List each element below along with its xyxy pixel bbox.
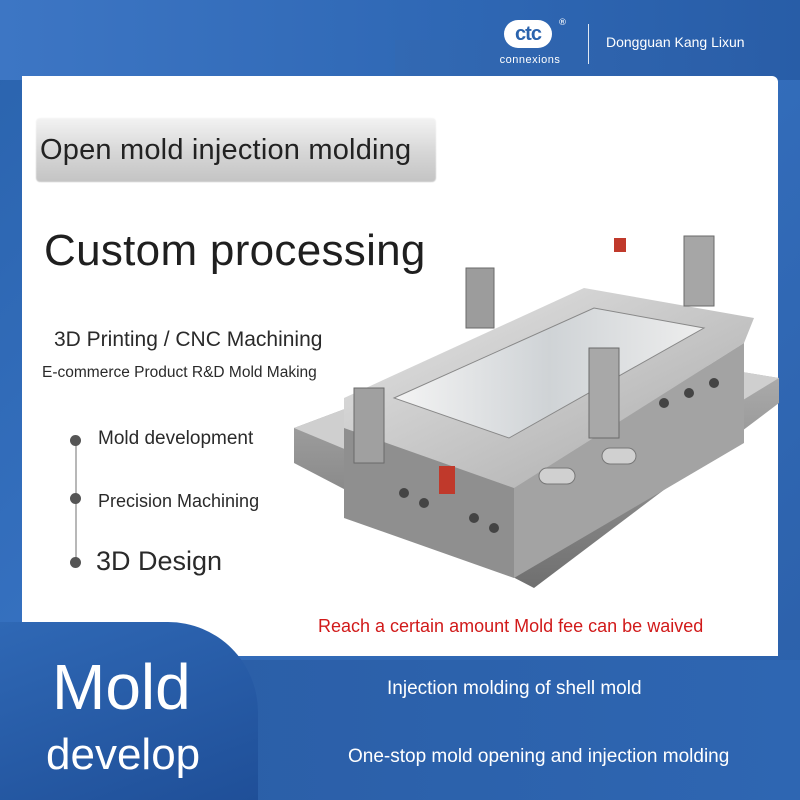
bullet-precision-machining: Precision Machining: [98, 491, 260, 511]
injection-mold-image: [294, 235, 779, 588]
registered-mark: ®: [558, 18, 567, 28]
services-subtitle: 3D Printing / CNC Machining: [54, 328, 323, 351]
bullet-dot-icon: [70, 435, 81, 446]
page-title: Open mold injection molding: [40, 134, 412, 166]
title-backdrop: [36, 118, 436, 182]
fee-waiver-notice: Reach a certain amount Mold fee can be w…: [318, 616, 704, 636]
services-description: E-commerce Product R&D Mold Making: [42, 364, 317, 381]
header-band: [395, 40, 780, 80]
footer-tagline-2: One-stop mold opening and injection mold…: [348, 746, 730, 767]
footer-tagline-1: Injection molding of shell mold: [387, 678, 642, 699]
footer-bar: [230, 660, 800, 800]
bullet-mold-development: Mold development: [98, 428, 254, 449]
company-name: Dongguan Kang Lixun: [606, 34, 745, 50]
bullet-dot-icon: [70, 493, 81, 504]
logo-mark: ctc: [504, 20, 552, 48]
brand-logo: ctc ® connexions: [490, 18, 570, 70]
logo-subtitle: connexions: [499, 54, 561, 66]
bullet-3d-design: 3D Design: [96, 546, 223, 576]
bullet-dot-icon: [70, 557, 81, 568]
footer-badge-panel: [0, 622, 258, 800]
headline: Custom processing: [44, 226, 426, 275]
footer-big-word-2: develop: [46, 730, 201, 779]
header-divider: [588, 24, 589, 64]
footer-big-word-1: Mold: [52, 651, 191, 723]
